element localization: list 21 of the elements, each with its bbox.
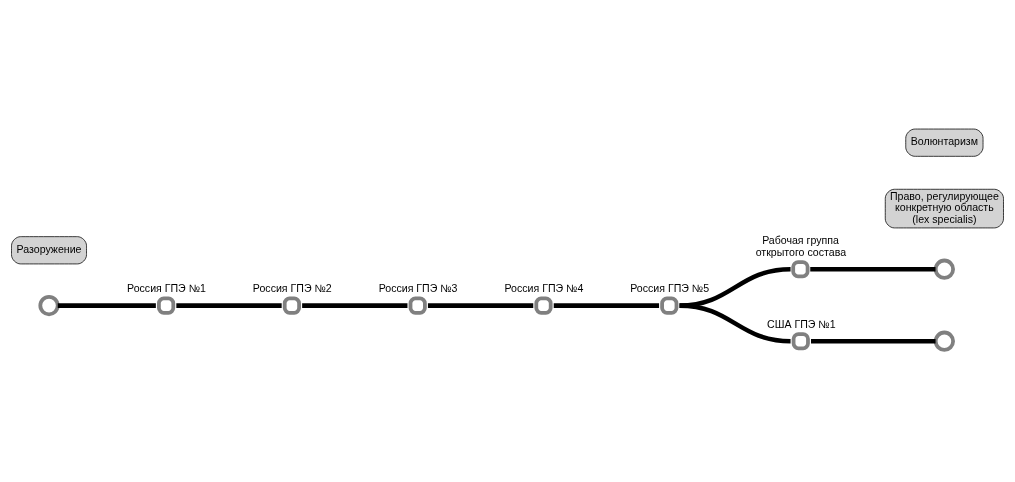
node-box: Разоружение — [11, 236, 87, 265]
node-box: Волюнтаризм — [905, 128, 984, 157]
connector — [553, 303, 660, 308]
connector — [57, 303, 156, 308]
connector — [679, 303, 791, 344]
connector — [427, 303, 534, 308]
node-circle — [933, 258, 955, 280]
node-label: США ГПЭ №1 — [767, 317, 836, 330]
connector — [176, 303, 282, 308]
node-circle — [933, 330, 955, 352]
node-box: Право, регулирующее конкретную область (lex specialis) — [884, 188, 1004, 229]
connector — [302, 303, 408, 308]
node-label: Россия ГПЭ №2 — [252, 282, 332, 295]
node-label: Россия ГПЭ №4 — [504, 282, 584, 295]
node-label: Россия ГПЭ №3 — [378, 282, 458, 295]
connector — [810, 266, 936, 272]
node-label: Россия ГПЭ №5 — [630, 282, 710, 295]
connector — [811, 338, 936, 344]
node-circle — [38, 295, 60, 317]
node-label: Россия ГПЭ №1 — [127, 282, 206, 295]
node-label: Рабочая группа открытого состава — [755, 234, 847, 258]
